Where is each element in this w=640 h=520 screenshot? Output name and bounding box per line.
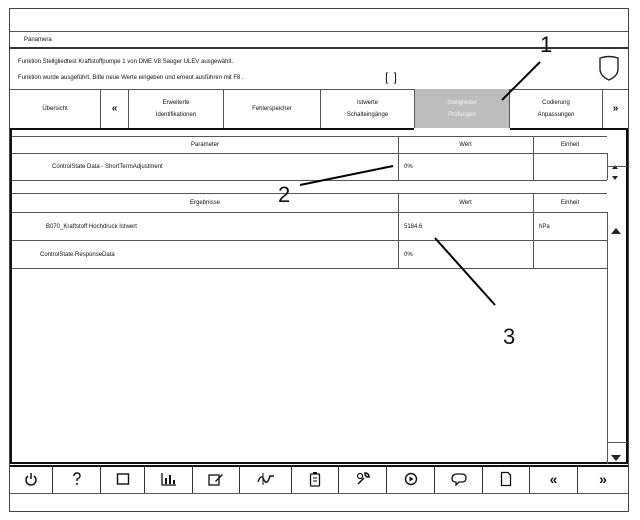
tab-forward-label: » xyxy=(612,102,619,114)
results-header-top xyxy=(12,193,607,194)
param-col-divider-2 xyxy=(533,136,534,180)
param-scroll-down-icon[interactable] xyxy=(610,169,620,187)
results-col-divider-2 xyxy=(533,193,534,268)
tab-fault-memory-label: Fehlerspeicher xyxy=(252,105,292,112)
window-button[interactable] xyxy=(101,465,145,493)
info-line-2: Funktion wurde ausgeführt. Bitte neue We… xyxy=(18,75,244,81)
help-button[interactable] xyxy=(53,465,101,493)
top-divider xyxy=(10,31,628,32)
tool-icon xyxy=(355,471,371,487)
battery-icon xyxy=(309,471,321,487)
play-button[interactable] xyxy=(387,465,435,493)
results-header-name: Ergebnisse xyxy=(189,200,221,206)
results-row-2-value: 0% xyxy=(404,251,413,258)
results-scroll-down-icon[interactable] xyxy=(610,449,622,467)
tab-overview[interactable]: Übersicht xyxy=(10,89,101,128)
tab-coding-sublabel: Anpassungen xyxy=(537,111,575,118)
battery-button[interactable] xyxy=(292,465,339,493)
results-row-2-bottom xyxy=(12,268,607,269)
tab-actual-values-sublabel: Schalteingänge xyxy=(346,111,389,118)
toolbar-bottom-border xyxy=(10,493,628,494)
tool-button[interactable] xyxy=(339,465,387,493)
edit-icon xyxy=(208,472,224,486)
results-row-1-unit: hPa xyxy=(539,223,550,230)
info-line-1: Funktion Stellgliedtest Kraftstoffpumpe … xyxy=(18,59,234,65)
chart-icon xyxy=(160,472,177,486)
results-row-1-name[interactable]: B070_Kraftstoff Hochdruck Istwert xyxy=(46,223,137,230)
results-header-bottom xyxy=(12,212,607,213)
results-scroll-up-icon[interactable] xyxy=(610,222,622,240)
tab-back-label: « xyxy=(111,102,118,114)
param-row-name[interactable]: ControlState Data - ShortTermAdjustment xyxy=(52,164,163,170)
results-scrollbar[interactable] xyxy=(607,212,608,464)
edit-button[interactable] xyxy=(193,465,240,493)
callout-1: 1 xyxy=(540,32,553,57)
results-row-2-name[interactable]: ControlState ResponseData xyxy=(40,251,115,258)
tab-actuator-tests-label: Stellglieder xyxy=(447,99,477,106)
signal-icon xyxy=(256,472,275,486)
param-header-value: Wert xyxy=(459,142,472,148)
service-icon xyxy=(450,472,468,486)
tabs-bottom-border-left xyxy=(10,128,414,130)
next-button[interactable]: » xyxy=(578,465,628,493)
results-col-divider-1 xyxy=(398,193,399,268)
prev-button[interactable]: « xyxy=(530,465,578,493)
tab-fault-memory[interactable]: Fehlerspeicher xyxy=(224,89,321,128)
param-row-value[interactable]: 0% xyxy=(404,164,413,170)
tab-actual-values-label: Istwerte xyxy=(356,99,378,106)
tab-forward[interactable]: » xyxy=(603,89,628,128)
param-header-bottom xyxy=(12,153,607,154)
tabs-bottom-border-right xyxy=(510,128,628,130)
next-icon: » xyxy=(599,471,607,487)
callout-3: 3 xyxy=(503,324,516,349)
prev-icon: « xyxy=(549,471,558,487)
tab-actuator-tests-sublabel: Prüfungen xyxy=(448,111,476,118)
signal-button[interactable] xyxy=(240,465,292,493)
service-button[interactable] xyxy=(435,465,483,493)
param-col-divider-1 xyxy=(398,136,399,180)
title-divider xyxy=(10,47,628,49)
results-row-1-value: 5184.6 xyxy=(404,223,423,230)
power-icon xyxy=(24,472,38,486)
tab-overview-label: Übersicht xyxy=(42,105,68,112)
chart-button[interactable] xyxy=(145,465,193,493)
input-brackets[interactable]: [ ] xyxy=(385,70,399,84)
tab-extended-identification-label: Erweiterte xyxy=(162,99,190,106)
document-icon xyxy=(500,471,512,487)
content-area xyxy=(10,128,628,464)
window-icon xyxy=(116,472,130,486)
param-scroll-up-icon[interactable] xyxy=(610,158,620,176)
param-scroll-divider xyxy=(607,166,627,167)
application-frame xyxy=(9,8,629,512)
callout-2: 2 xyxy=(278,182,291,207)
help-icon xyxy=(70,472,84,486)
play-icon xyxy=(404,472,418,486)
tab-extended-identification-sublabel: Identifikationen xyxy=(155,111,197,118)
results-scroll-divider xyxy=(607,442,627,443)
results-header-value: Wert xyxy=(459,200,472,206)
param-header-top xyxy=(12,136,607,137)
param-header-unit: Einheit xyxy=(560,142,580,148)
tab-back[interactable]: « xyxy=(101,89,129,128)
app-title: Panamera xyxy=(24,37,52,43)
porsche-shield-icon xyxy=(598,55,620,86)
results-row-1-bottom xyxy=(12,240,607,241)
param-header-name: Parameter xyxy=(190,142,219,148)
toolbar-top-border xyxy=(10,465,628,467)
tabs-top-border xyxy=(10,89,628,90)
tab-coding-label: Codierung xyxy=(542,99,570,106)
results-header-unit: Einheit xyxy=(560,200,580,206)
param-row-bottom xyxy=(12,180,607,181)
document-button[interactable] xyxy=(483,465,530,493)
power-button[interactable] xyxy=(10,465,53,493)
